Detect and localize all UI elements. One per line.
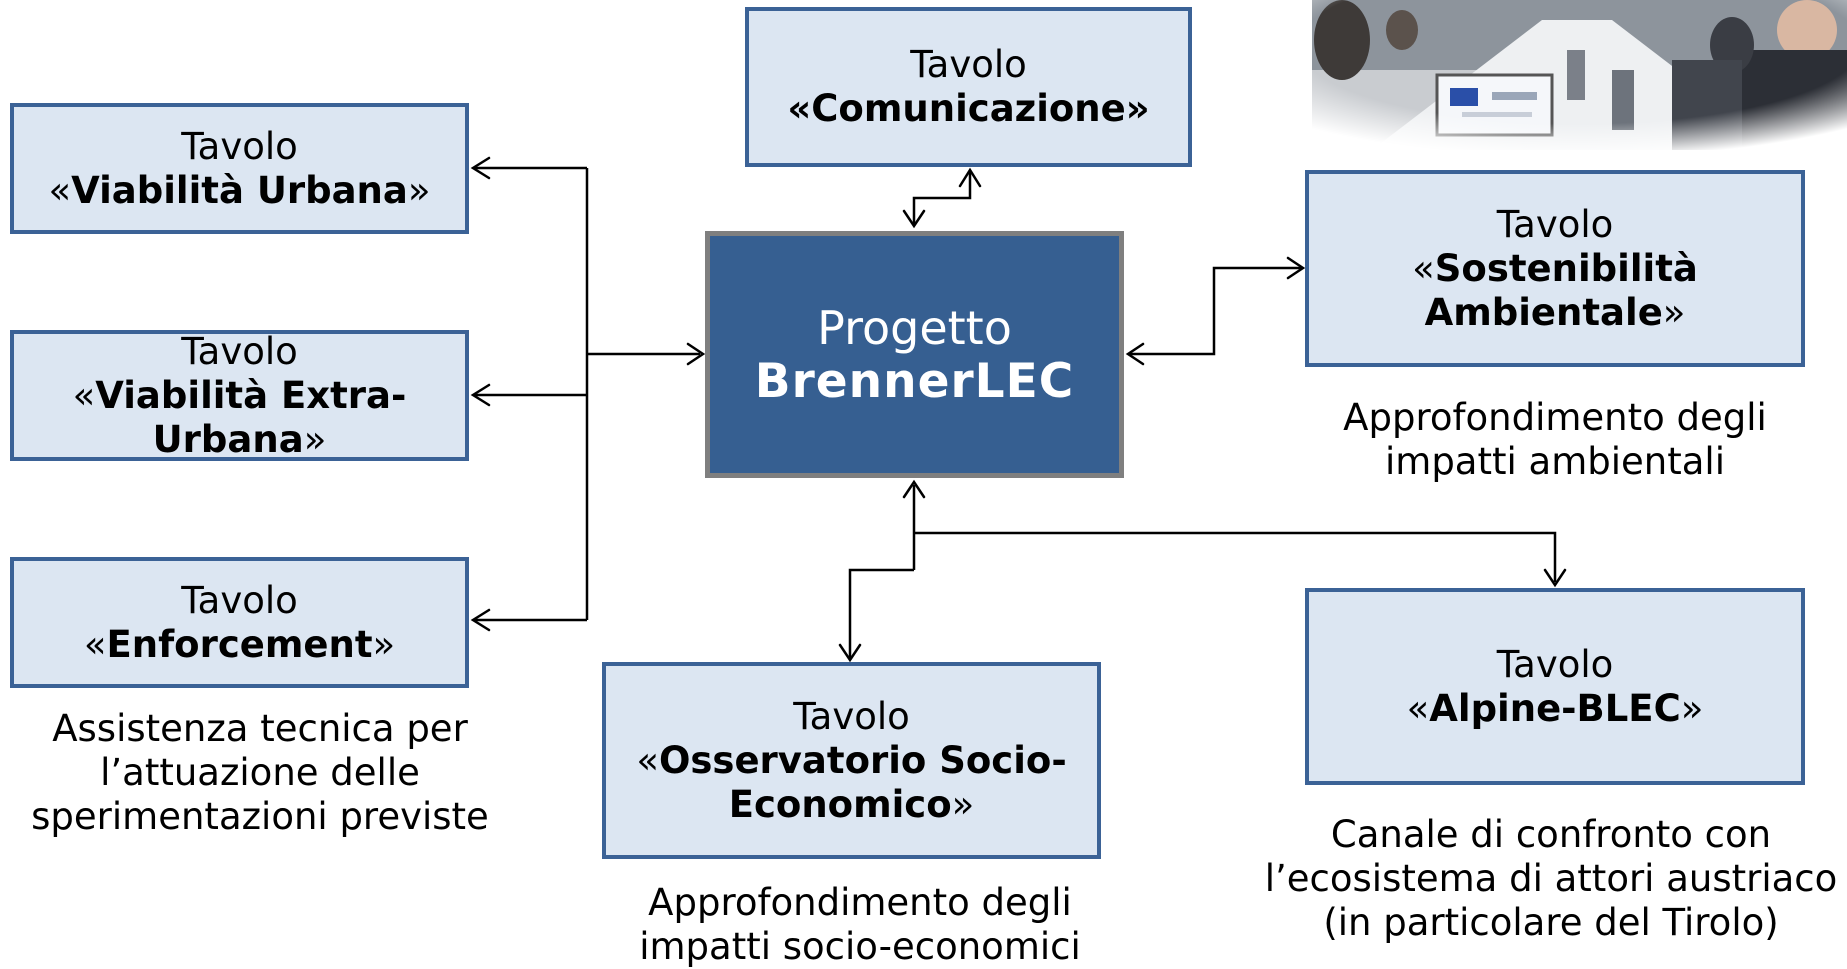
box-title-line: «Alpine-BLEC» [1406,686,1704,730]
box-title-line: «Sostenibilità Ambientale» [1412,246,1698,334]
box-title: Enforcement [106,622,373,666]
arrowhead-osservatorio [838,643,862,663]
note-osservatorio: Approfondimento degli impatti socio-econ… [639,881,1081,968]
note-alpine: Canale di confronto con l’ecosistema di … [1264,813,1838,944]
arrowhead-sostenibilita [1286,256,1306,280]
box-title-line: «Viabilità Extra-Urbana» [72,373,407,461]
box-comunicazione: Tavolo «Comunicazione» [745,7,1192,167]
box-title: Alpine-BLEC [1429,686,1681,730]
arrowhead-center-left [686,342,706,366]
connector-sostenibilita [1128,266,1302,356]
note-enforcement: Assistenza tecnica per l’attuazione dell… [31,707,489,838]
box-viabilita-extra-urbana: Tavolo «Viabilità Extra-Urbana» [10,330,469,461]
arrowhead-extra [470,383,491,407]
box-viabilita-urbana: Tavolo «Viabilità Urbana» [10,103,469,234]
box-alpine-blec: Tavolo «Alpine-BLEC» [1305,588,1805,785]
meeting-photo [1312,0,1847,150]
box-title: Comunicazione [811,87,1126,130]
arrowhead-urbana [470,156,491,180]
box-sostenibilita-ambientale: Tavolo «Sostenibilità Ambientale» [1305,170,1805,367]
box-title-line: «Osservatorio Socio-Economico» [636,738,1067,826]
note-sostenibilita: Approfondimento degli impatti ambientali [1343,396,1767,483]
box-prefix: Tavolo [181,578,298,622]
box-title: Viabilità Extra-Urbana [95,373,407,461]
box-prefix: Tavolo [1496,642,1614,686]
connector-comunicazione [912,172,972,225]
arrowhead-alpine [1543,568,1567,588]
center-project-box: Progetto BrennerLEC [705,231,1124,478]
connector-osservatorio [848,568,914,658]
box-title-line: «Viabilità Urbana» [48,168,431,212]
box-prefix: Tavolo [181,329,298,373]
box-prefix: Tavolo [793,694,910,738]
center-line1: Progetto [817,300,1012,355]
box-title: Sostenibilità Ambientale [1424,246,1698,334]
box-title-line: «Enforcement» [83,622,396,666]
box-enforcement: Tavolo «Enforcement» [10,557,469,688]
arrowhead-comunicazione [958,167,982,188]
box-prefix: Tavolo [910,43,1027,86]
box-title: Viabilità Urbana [71,168,408,212]
connector-alpine [914,531,1557,582]
box-prefix: Tavolo [1496,202,1614,246]
box-title: Osservatorio Socio-Economico [658,738,1067,826]
center-line2: BrennerLEC [754,353,1075,409]
box-osservatorio-socio-economico: Tavolo «Osservatorio Socio-Economico» [602,662,1101,859]
arrowhead-enforcement [470,608,491,632]
box-prefix: Tavolo [181,124,298,168]
arrowhead-center-right [1125,342,1145,366]
arrowhead-center-bottom [902,479,926,499]
box-title-line: «Comunicazione» [787,87,1150,130]
arrowhead-center-top [902,209,926,229]
